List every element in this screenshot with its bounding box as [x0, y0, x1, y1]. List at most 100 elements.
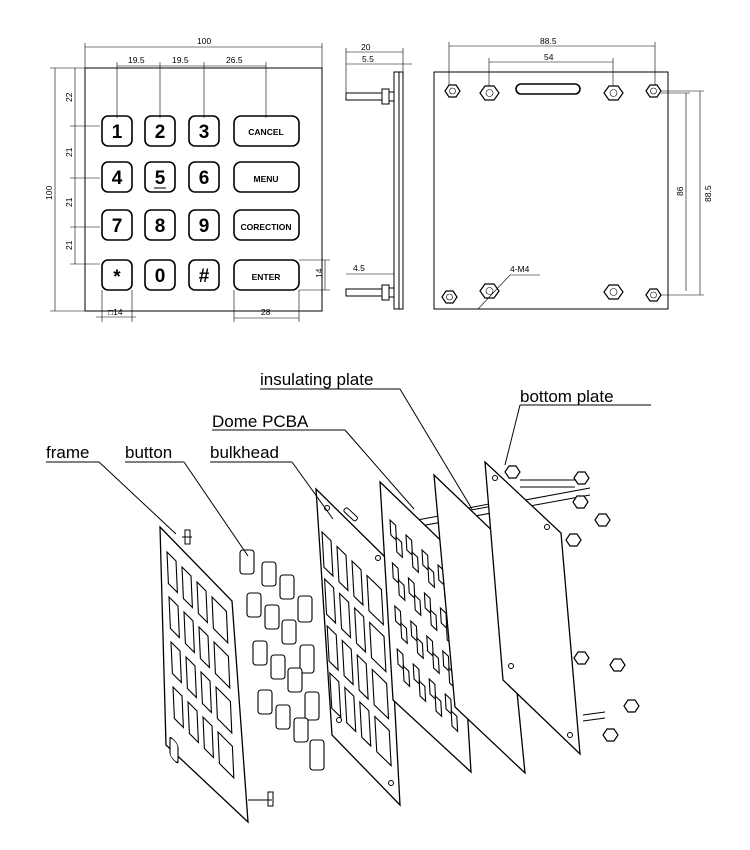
pcba-dome-pad-b-cell [402, 664, 411, 688]
wide-button-width-dim: 28 [261, 307, 271, 317]
key-hash: # [188, 259, 220, 291]
bulkhead-cutout-cell [374, 715, 392, 768]
height-dim: 100 [44, 186, 54, 200]
key-0: 0 [144, 259, 176, 291]
col-dim-2: 19.5 [172, 55, 189, 65]
bulkhead-cutout-cell [353, 606, 367, 654]
frame-cutout [166, 550, 235, 780]
key-1: 1 [101, 115, 133, 147]
mount-nut-bl [441, 290, 458, 304]
svg-text:CANCEL: CANCEL [248, 127, 283, 137]
frame-cutout-cell [217, 730, 235, 780]
key-cancel: CANCEL [233, 115, 300, 147]
svg-text:0: 0 [155, 266, 166, 287]
plate-dim: 5.5 [362, 54, 374, 64]
frame-cutout-cell [211, 595, 229, 645]
frame-cutout-cell [183, 610, 196, 654]
mount-nut-bl2 [479, 283, 500, 299]
frame-cutout-cell [196, 580, 209, 624]
svg-text:*: * [113, 267, 121, 288]
mount-nut-br2 [603, 284, 624, 300]
bulkhead-cutout-cell [338, 592, 352, 639]
pcba-dome-pad-b-cell [411, 550, 420, 574]
bulkhead-cutout-cell [371, 668, 390, 721]
label-button: button [125, 443, 172, 462]
width-dim: 100 [197, 36, 211, 46]
pcba-dome-pad-b-cell [450, 709, 459, 733]
label-insulating-plate: insulating plate [260, 370, 373, 389]
frame-cutout-cell [187, 700, 200, 744]
frame-cutout-cell [166, 550, 179, 594]
inner-spacing-y: 86 [675, 186, 685, 196]
back-view-outline [433, 71, 669, 310]
key-8: 8 [144, 209, 176, 241]
svg-text:6: 6 [199, 168, 210, 189]
key-4: 4 [101, 161, 133, 193]
frame-cutout-cell [215, 685, 233, 735]
svg-text:2: 2 [155, 122, 166, 143]
key-5: 5 [144, 161, 176, 193]
svg-text:ENTER: ENTER [252, 272, 281, 282]
pcba-dome-pad-b-cell [400, 621, 408, 645]
frame-cutout-cell [198, 625, 211, 669]
bulkhead-cutout-cell [351, 559, 364, 607]
svg-text:9: 9 [199, 216, 210, 237]
bulkhead-cutout-cell [344, 686, 357, 733]
pcba-dome-pad-b-cell [432, 651, 440, 675]
rear-hardware [504, 465, 640, 742]
key-enter: ENTER [233, 259, 300, 291]
key-9: 9 [188, 209, 220, 241]
col-dim-3: 26.5 [226, 55, 243, 65]
label-dome-pcba: Dome PCBA [212, 412, 309, 431]
thread-label: 4-M4 [510, 264, 530, 274]
bulkhead-cutout-cell [368, 621, 387, 674]
svg-text:5: 5 [155, 168, 166, 189]
frame-cutout-cell [213, 640, 231, 690]
label-frame: frame [46, 443, 89, 462]
pcba-dome-pad-b-cell [418, 679, 427, 703]
hole-spacing-y: 88.5 [703, 185, 713, 202]
bulkhead-cutout-cell [366, 574, 384, 627]
bottom-plate [484, 460, 581, 756]
col-dim-1: 19.5 [128, 55, 145, 65]
frame-cutout-cell [200, 670, 213, 714]
button-height-dim: 14 [314, 268, 324, 278]
bulkhead-cutout-cell [326, 624, 339, 672]
back-view: 4-M4 88.5 54 88.5 86 [433, 36, 713, 310]
button-stack [239, 549, 325, 771]
frame-cutout-cell [185, 655, 198, 699]
key-3: 3 [188, 115, 220, 147]
row-dim-1: 22 [64, 92, 74, 102]
exploded-view: frame button bulkhead Dome PCBA insulati… [46, 370, 651, 824]
depth-dim: 20 [361, 42, 371, 52]
bulkhead-cutout [321, 530, 392, 768]
frame-cutout-cell [168, 595, 181, 639]
frame-plate [159, 525, 274, 824]
pcba-dome-pad-b-cell [395, 535, 404, 559]
row-dim-3: 21 [64, 197, 74, 207]
svg-text:MENU: MENU [253, 174, 278, 184]
hole-spacing-x: 88.5 [540, 36, 557, 46]
side-view: 20 5.5 4.5 [345, 42, 412, 310]
key-2: 2 [144, 115, 176, 147]
frame-cutouts [169, 737, 179, 764]
mount-nut-tr2 [603, 85, 624, 101]
svg-text:CORECTION: CORECTION [241, 222, 292, 232]
svg-text:7: 7 [112, 216, 123, 237]
key-correction: CORECTION [233, 209, 300, 241]
inner-spacing-x: 54 [544, 52, 554, 62]
bulkhead-cutout-cell [321, 530, 334, 578]
bulkhead-cutout-cell [323, 577, 337, 625]
row-dim-4: 21 [64, 240, 74, 250]
front-view: 100 19.5 19.5 26.5 100 22 21 21 21 1 2 [44, 36, 330, 322]
key-menu: MENU [233, 161, 300, 193]
bulkhead-cutout-cell [359, 700, 372, 748]
label-bottom-plate: bottom plate [520, 387, 614, 406]
row-dim-2: 21 [64, 147, 74, 157]
mount-nut-tl2 [479, 85, 500, 101]
pcba-dome-pad-b-cell [427, 565, 436, 589]
mount-nut-br [645, 288, 662, 302]
bulkhead-cutout-cell [329, 671, 342, 719]
pcba-dome-pad-b-cell [429, 608, 438, 632]
